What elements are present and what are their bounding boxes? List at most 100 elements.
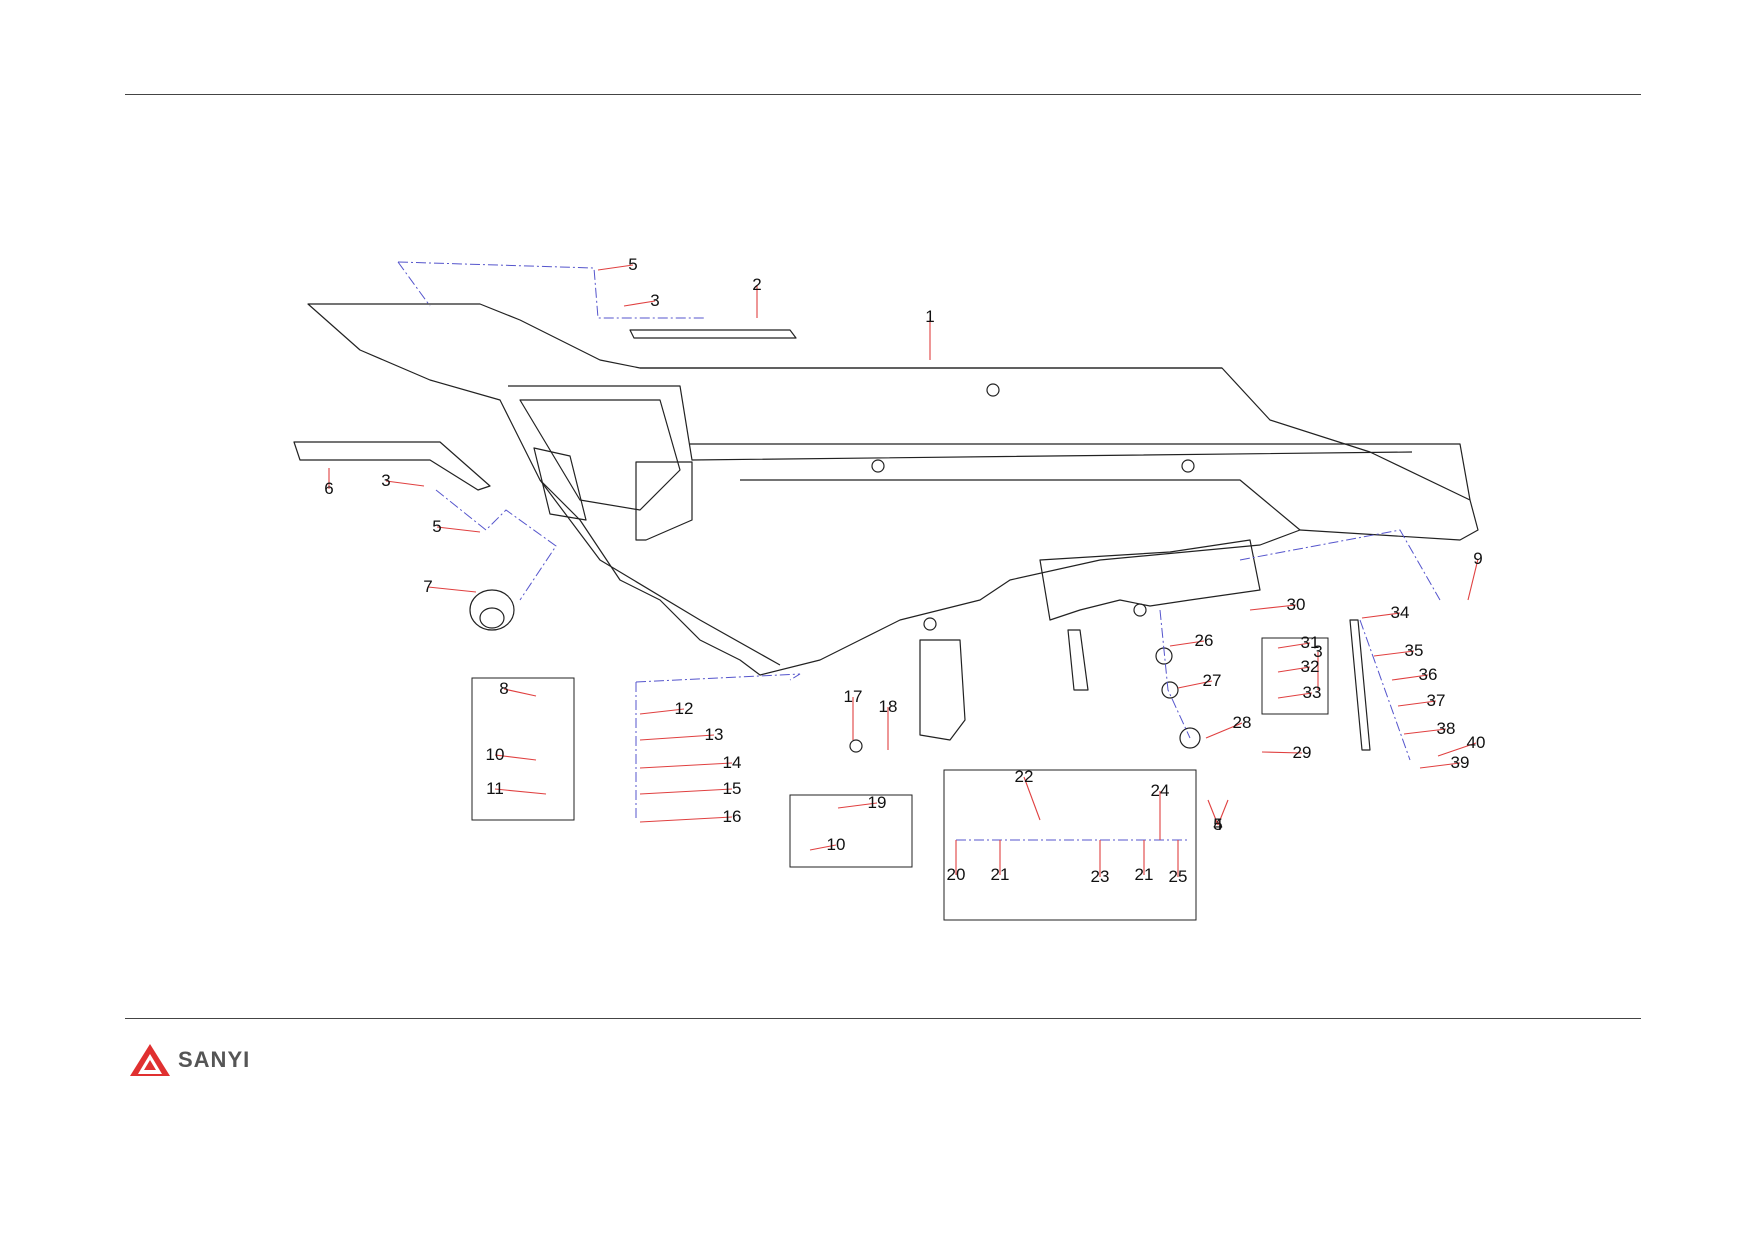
- callout-leader: [1277, 666, 1311, 673]
- callout-leader: [1277, 642, 1311, 649]
- callout-21: 21: [1135, 865, 1154, 884]
- callout-22: 22: [1015, 767, 1034, 786]
- callout-27: 27: [1203, 671, 1222, 690]
- detail-box-20-25: [943, 769, 1197, 921]
- callout-leader: [639, 788, 733, 795]
- callout-38: 38: [1437, 719, 1456, 738]
- callout-leader: [639, 734, 715, 741]
- brand-logo-icon: [130, 1044, 170, 1076]
- frame-lower-rail: [740, 479, 1301, 531]
- callout-37: 37: [1427, 691, 1446, 710]
- part-7-body: [469, 589, 515, 631]
- bottom-rule: [125, 1018, 1641, 1019]
- callout-leader: [1249, 604, 1297, 611]
- bracket-2: [629, 329, 797, 339]
- callout-1: 1: [925, 307, 934, 326]
- callout-2: 2: [752, 275, 761, 294]
- callout-leader: [1397, 700, 1437, 707]
- assembly-line: [635, 673, 801, 683]
- callout-15: 15: [723, 779, 742, 798]
- callout-12: 12: [675, 699, 694, 718]
- callout-leader: [639, 708, 685, 715]
- frame-outline: [307, 303, 1479, 676]
- callout-23: 23: [1091, 867, 1110, 886]
- callout-18: 18: [879, 697, 898, 716]
- callout-30: 30: [1287, 595, 1306, 614]
- callout-leader: [809, 844, 837, 851]
- callout-6: 6: [324, 479, 333, 498]
- callout-leader: [1277, 692, 1313, 699]
- assembly-line: [1239, 529, 1441, 601]
- callout-21: 21: [991, 865, 1010, 884]
- callout-3: 3: [650, 291, 659, 310]
- callout-16: 16: [723, 807, 742, 826]
- callout-5: 5: [432, 517, 441, 536]
- callout-7: 7: [423, 577, 432, 596]
- part-7-bore: [479, 607, 505, 629]
- callout-leader: [436, 526, 481, 533]
- callout-leader: [1467, 558, 1479, 601]
- front-bay: [519, 399, 681, 511]
- callout-8: 8: [499, 679, 508, 698]
- frame-deck: [690, 443, 1471, 501]
- callout-leader: [639, 816, 733, 823]
- callout-5: 5: [1213, 815, 1222, 834]
- brand-name: SANYI: [178, 1047, 251, 1072]
- callout-25: 25: [1169, 867, 1188, 886]
- callout-11: 11: [486, 779, 504, 798]
- assembly-line: [435, 489, 557, 601]
- rear-cradle: [1039, 539, 1261, 621]
- front-bay-box: [635, 461, 693, 541]
- callout-35: 35: [1405, 641, 1424, 660]
- detail-box-19-10: [789, 794, 913, 868]
- callout-leader: [837, 802, 878, 809]
- callout-leader: [1169, 640, 1205, 647]
- callout-leader: [1403, 728, 1447, 735]
- callout-36: 36: [1419, 665, 1438, 684]
- top-rule: [125, 94, 1641, 95]
- mudflap: [919, 639, 966, 741]
- callout-26: 26: [1195, 631, 1214, 650]
- callout-leader: [1023, 776, 1041, 821]
- callout-leader: [1207, 799, 1219, 826]
- callout-leader: [1205, 722, 1243, 739]
- callout-34: 34: [1391, 603, 1410, 622]
- callout-17: 17: [844, 687, 863, 706]
- callout-leader: [1217, 799, 1229, 826]
- callout-leader: [623, 300, 656, 307]
- callout-leader: [494, 754, 537, 761]
- callout-leader: [639, 762, 733, 769]
- assembly-line: [397, 261, 704, 319]
- callout-33: 33: [1303, 683, 1322, 702]
- callout-leader: [1391, 674, 1429, 681]
- callout-3: 3: [1313, 642, 1322, 661]
- callout-20: 20: [947, 865, 966, 884]
- assembly-line: [1159, 609, 1191, 739]
- assembly-line: [397, 261, 431, 307]
- front-bay-panel: [533, 447, 587, 521]
- hanger-left: [1067, 629, 1089, 691]
- callout-leader: [1261, 751, 1303, 754]
- callout-leader: [1437, 742, 1477, 757]
- callout-28: 28: [1233, 713, 1252, 732]
- callout-leader: [1373, 650, 1415, 657]
- frame-inner-rail: [508, 385, 1413, 461]
- assembly-line: [1359, 619, 1411, 761]
- callout-5: 5: [628, 255, 637, 274]
- callout-3: 3: [381, 471, 390, 490]
- callout-13: 13: [705, 725, 724, 744]
- strap-34: [1349, 619, 1371, 751]
- callout-39: 39: [1451, 753, 1470, 772]
- callout-40: 40: [1467, 733, 1486, 752]
- callout-leader: [427, 586, 477, 593]
- frame-belly: [539, 479, 781, 666]
- detail-box-8-11: [471, 677, 575, 821]
- callout-10: 10: [827, 835, 846, 854]
- callout-31: 31: [1301, 633, 1320, 652]
- callout-14: 14: [723, 753, 742, 772]
- callout-19: 19: [868, 793, 887, 812]
- callout-24: 24: [1151, 781, 1170, 800]
- callout-9: 9: [1473, 549, 1482, 568]
- callout-29: 29: [1293, 743, 1312, 762]
